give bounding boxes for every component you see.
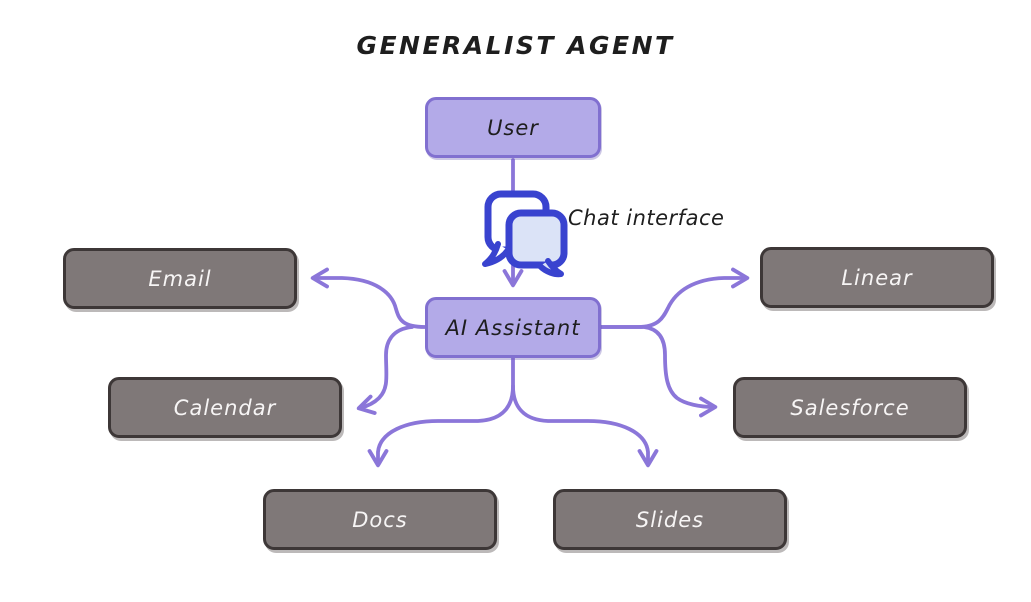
node-ai-assistant: AI Assistant [425, 297, 601, 358]
node-email: Email [63, 248, 297, 309]
node-linear-label: Linear [841, 265, 913, 290]
node-salesforce: Salesforce [733, 377, 967, 438]
node-calendar: Calendar [108, 377, 342, 438]
arrow-ai-to-calendar [356, 325, 414, 415]
node-linear: Linear [760, 247, 994, 308]
node-slides: Slides [553, 489, 787, 550]
node-salesforce-label: Salesforce [790, 395, 910, 420]
arrow-ai-to-docs [367, 356, 515, 468]
node-user: User [425, 97, 601, 158]
arrow-ai-to-linear [599, 267, 750, 329]
diagram-title: GENERALIST AGENT [356, 31, 675, 60]
arrow-ai-to-email [310, 267, 427, 329]
node-user-label: User [487, 115, 539, 140]
node-docs-label: Docs [352, 507, 408, 532]
chat-interface-label: Chat interface [568, 206, 725, 230]
chat-bubbles-icon [482, 190, 568, 278]
node-email-label: Email [148, 266, 212, 291]
arrow-ai-to-salesforce [599, 325, 718, 418]
node-ai-assistant-label: AI Assistant [445, 315, 581, 340]
node-calendar-label: Calendar [173, 395, 277, 420]
node-docs: Docs [263, 489, 497, 550]
arrow-ai-to-slides [511, 384, 659, 468]
node-slides-label: Slides [635, 507, 705, 532]
